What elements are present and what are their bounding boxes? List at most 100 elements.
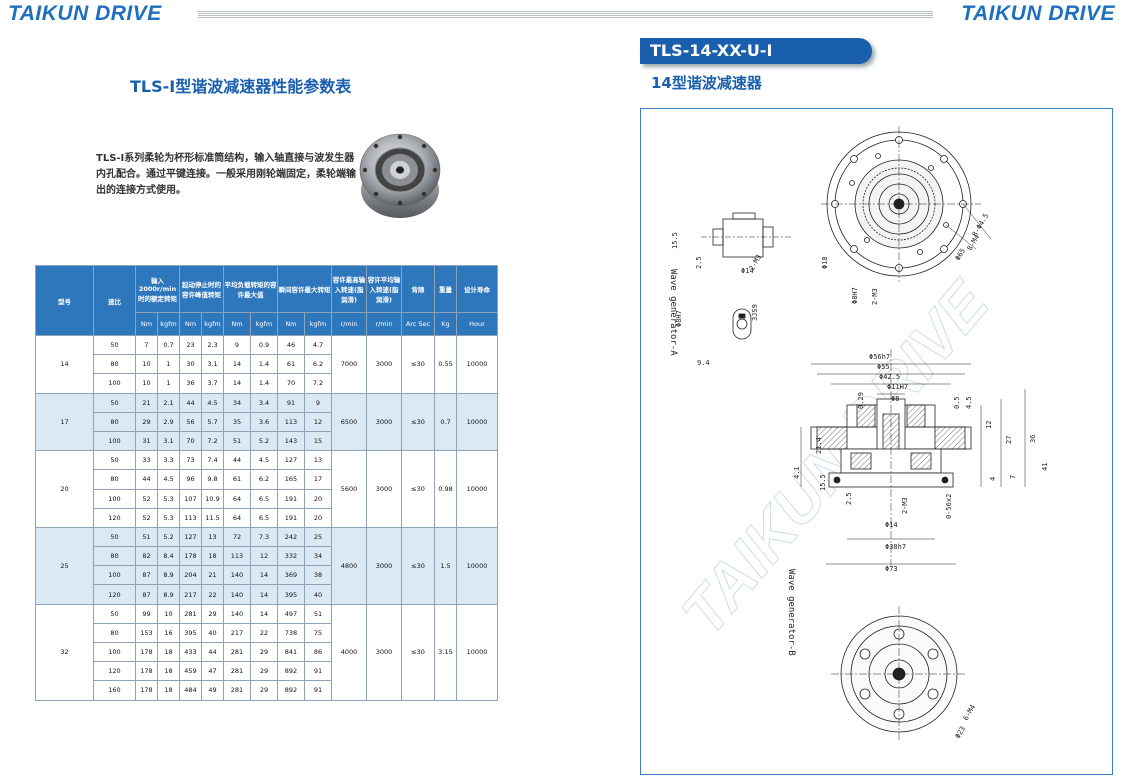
wave-generator-b-label: Wave generator-B [786, 569, 796, 656]
flange-view-bottom [831, 606, 967, 742]
cell-value: 1 [157, 373, 180, 394]
th-rated-torque: 输入2000r/min时的额定转矩 [135, 265, 180, 313]
dimension-label: 2-M3 [901, 497, 909, 514]
cell-value: 44 [135, 469, 158, 490]
intro-paragraph: TLS-Ⅰ系列柔轮为杯形标准筒结构，输入轴直接与波发生器内孔配合。通过平键连接。… [96, 153, 356, 196]
cell-value: 127 [179, 526, 202, 548]
wave-generator-a-label: Wave generator-A [668, 269, 678, 356]
cell-value: 14 [250, 565, 278, 586]
cell-value: 50 [93, 392, 136, 413]
cell-value: 22 [201, 584, 224, 605]
cell-value: 10.9 [201, 488, 224, 509]
dimension-label: Φ11H7 [887, 383, 908, 391]
cell-value: 18 [157, 661, 180, 682]
cell-value: 497 [277, 603, 305, 624]
cell-value: 4.5 [157, 469, 180, 490]
cell-value: 140 [223, 603, 251, 624]
cell-value: 140 [223, 584, 251, 605]
cell-value: 36 [179, 373, 202, 394]
cell-model: 32 [35, 603, 94, 701]
cell-max-speed: 4000 [331, 603, 367, 701]
cell-value: 484 [179, 680, 202, 701]
cell-backlash: ≤30 [401, 526, 435, 605]
cell-life: 10000 [456, 392, 498, 452]
cell-weight: 0.7 [434, 392, 457, 452]
cell-avg-speed: 3000 [366, 603, 402, 701]
cell-value: 20 [304, 507, 332, 528]
cell-value: 50 [93, 450, 136, 471]
cell-avg-speed: 3000 [366, 450, 402, 528]
cell-value: 178 [135, 680, 158, 701]
cell-value: 892 [277, 680, 305, 701]
dimension-label: 7 [1009, 475, 1017, 479]
th-backlash: 背隙 [401, 265, 435, 313]
cell-value: 18 [201, 546, 224, 567]
cell-value: 3.1 [157, 430, 180, 452]
th-unit: r/min [331, 312, 367, 336]
cell-value: 2.1 [157, 392, 180, 413]
dimension-label: Φ8H7 [851, 287, 859, 304]
th-weight: 重量 [434, 265, 457, 313]
cell-value: 99 [135, 603, 158, 624]
cell-value: 11.5 [201, 507, 224, 528]
cell-value: 14 [223, 354, 251, 375]
cell-value: 6.2 [304, 354, 332, 375]
cell-value: 433 [179, 641, 202, 663]
cell-value: 91 [304, 661, 332, 682]
cell-value: 100 [93, 565, 136, 586]
cell-value: 2.3 [201, 334, 224, 356]
cell-value: 47 [201, 661, 224, 682]
cell-model: 14 [35, 335, 94, 394]
cell-value: 178 [135, 661, 158, 682]
cell-value: 160 [93, 680, 136, 701]
cell-value: 8.9 [157, 584, 180, 605]
dimension-label: 15.5 [671, 232, 679, 249]
th-unit: Hour [456, 312, 498, 336]
cell-value: 70 [179, 430, 202, 452]
cell-value: 20 [304, 488, 332, 509]
cell-value: 80 [93, 546, 136, 567]
cell-value: 9 [304, 392, 332, 413]
cell-value: 18 [157, 680, 180, 701]
cell-value: 52 [135, 488, 158, 509]
th-life: 设计寿命 [456, 265, 498, 313]
cell-value: 5.7 [201, 411, 224, 432]
dimension-label: Φ14 [741, 267, 754, 275]
th-unit: kgfm [304, 312, 332, 336]
cell-value: 30 [179, 354, 202, 375]
dimension-label: Φ8H7 [675, 310, 683, 327]
dimension-label: Φ42.5 [879, 373, 900, 381]
dimension-label: 12 [985, 421, 993, 429]
cell-value: 140 [223, 565, 251, 586]
cell-value: 86 [304, 641, 332, 663]
cell-value: 16 [157, 622, 180, 644]
cell-value: 191 [277, 488, 305, 509]
cell-value: 6.2 [250, 469, 278, 490]
cell-value: 369 [277, 565, 305, 586]
brand-logo-right: TAIKUN DRIVE [961, 2, 1115, 25]
cell-value: 191 [277, 507, 305, 528]
th-unit: Nm [223, 312, 251, 336]
cell-avg-speed: 3000 [366, 392, 402, 452]
cell-value: 52 [135, 507, 158, 528]
dimension-label: Φ18 [821, 256, 829, 269]
cell-value: 22 [250, 622, 278, 644]
cell-value: 80 [93, 411, 136, 432]
cell-value: 281 [223, 661, 251, 682]
cell-value: 100 [93, 430, 136, 452]
cell-value: 7.3 [250, 526, 278, 548]
cell-value: 50 [93, 603, 136, 624]
cell-value: 3.6 [250, 411, 278, 432]
th-momentary-torque: 瞬间容许最大转矩 [277, 265, 332, 313]
cell-value: 80 [93, 354, 136, 375]
dimension-label: 0.5 [953, 396, 961, 409]
cell-value: 38 [304, 565, 332, 586]
cell-value: 34 [304, 546, 332, 567]
cell-value: 35 [223, 411, 251, 432]
